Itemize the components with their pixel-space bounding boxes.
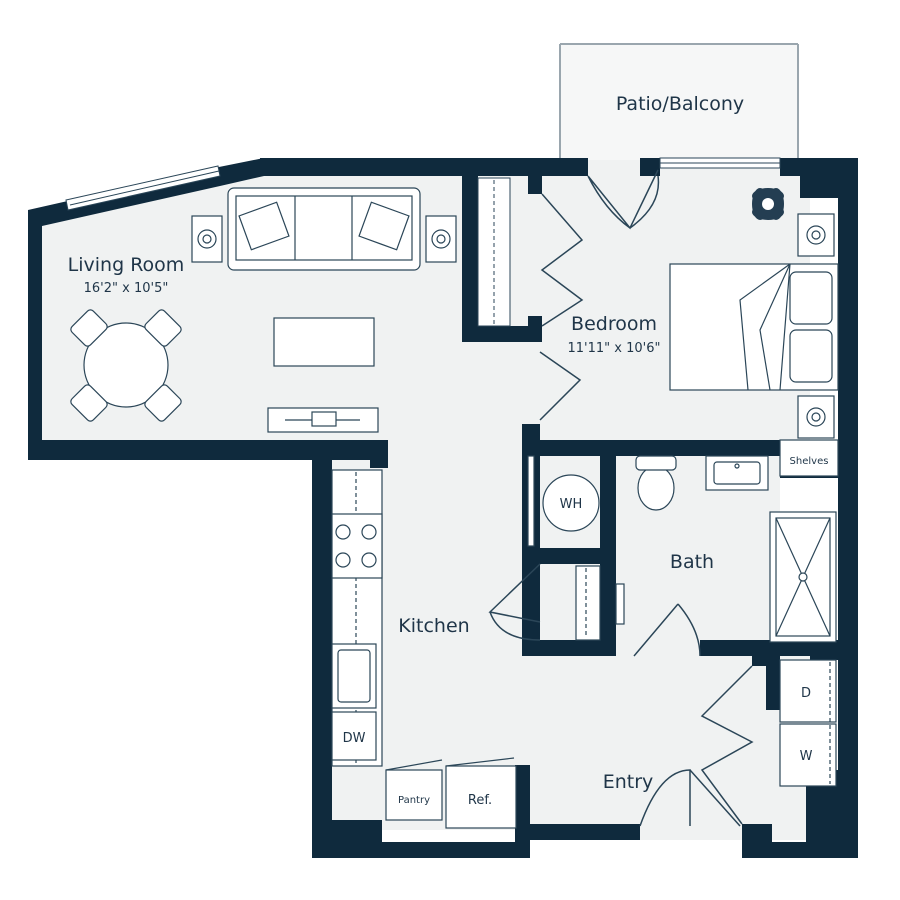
kitchen-label: Kitchen [398,615,469,637]
bedroom-label: Bedroom [571,313,657,335]
water-heater-label: WH [560,497,583,512]
floor [40,160,810,840]
plant-icon [752,188,784,220]
bedroom-furniture [669,213,839,477]
windows [65,157,781,211]
closet-shelf [477,177,511,327]
bedroom-dims: 11'11" x 10'6" [568,341,661,356]
kitchen-fixtures [331,469,517,829]
bath-fixtures [527,455,837,643]
exterior-walls [28,158,858,858]
living-furniture [70,187,457,433]
dishwasher-label: DW [343,731,366,746]
patio-area [559,43,799,160]
bath-label: Bath [670,551,714,573]
living-room-label: Living Room [68,254,185,276]
pantry-label: Pantry [398,795,430,806]
patio-label: Patio/Balcony [616,93,744,115]
refrigerator-label: Ref. [468,793,492,808]
laundry-fixtures [779,659,837,787]
dryer-label: D [801,686,811,701]
washer-label: W [800,749,813,764]
shelves-label: Shelves [790,456,829,467]
living-room-dims: 16'2" x 10'5" [84,281,169,296]
entry-label: Entry [603,771,654,793]
doors [488,169,754,827]
